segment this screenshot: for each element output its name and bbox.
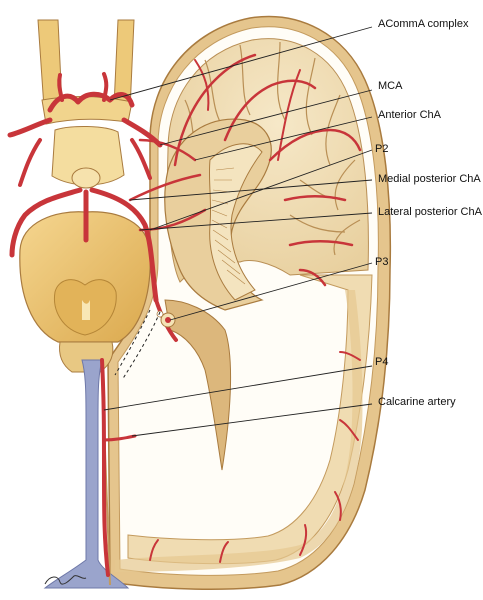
aca-right <box>102 72 109 102</box>
label-anterior-cha: Anterior ChA <box>378 109 441 121</box>
label-acomma-complex: ACommA complex <box>378 18 469 30</box>
hippocampus-striations <box>211 167 246 285</box>
leader-p3 <box>169 262 373 321</box>
label-lateral-posterior-cha: Lateral posterior ChA <box>378 206 482 218</box>
p1-p2-right <box>89 187 159 303</box>
anterior-choroidal <box>138 138 197 162</box>
occipital-branch-1 <box>299 524 308 556</box>
aca-left <box>57 73 64 102</box>
cortical-branch-5 <box>288 240 354 247</box>
calcarine-artery <box>102 434 137 442</box>
medial-posterior-choroidal <box>128 173 202 202</box>
leader-p2 <box>149 149 373 231</box>
ica-left <box>18 138 42 187</box>
leader-calcarine <box>131 403 373 437</box>
leader-lateral-posterior-cha <box>139 212 373 231</box>
acomma-complex <box>47 91 135 113</box>
occipital-branch-3 <box>339 419 359 441</box>
label-mca: MCA <box>378 80 403 92</box>
signature <box>44 575 87 585</box>
optic-tract-left <box>37 19 63 109</box>
cortical-branch-3 <box>268 128 362 162</box>
leader-medial-posterior-cha <box>129 179 373 201</box>
ventricle <box>43 359 130 589</box>
hypothalamus <box>51 125 125 186</box>
cortical-branch-4 <box>283 195 347 202</box>
label-p3: P3 <box>375 256 389 268</box>
temporal-lobe-tongue <box>164 299 232 471</box>
leader-acomma <box>109 26 373 101</box>
cortical-branch-6 <box>298 268 327 287</box>
mammillary-body <box>71 167 101 189</box>
leader-anterior-cha <box>194 116 373 161</box>
arteries <box>7 53 362 577</box>
cortical-branch-1 <box>173 53 257 167</box>
occipital-branch-6 <box>219 541 229 563</box>
mca-left <box>7 117 53 138</box>
hippocampus-striated <box>208 143 263 301</box>
leader-mca <box>159 89 373 146</box>
aqueduct-stem <box>82 300 90 320</box>
ica-right <box>130 138 152 180</box>
label-calcarine-artery: Calcarine artery <box>378 396 456 408</box>
label-p2: P2 <box>375 143 389 155</box>
occipital-branch-5 <box>149 539 159 561</box>
label-p4: P4 <box>375 356 389 368</box>
cortical-branch-7 <box>277 69 301 161</box>
p1-p2-left <box>9 187 83 258</box>
dashed-course <box>114 309 161 381</box>
leader-p4 <box>103 365 373 411</box>
p4-segment <box>100 358 110 577</box>
cortical-branch-2 <box>223 79 317 142</box>
vessel-cross-sections <box>156 310 176 328</box>
occipital-branch-4 <box>339 351 361 361</box>
label-medial-posterior-cha: Medial posterior ChA <box>378 173 481 185</box>
occipital-branch-2 <box>334 491 342 521</box>
thalamus-region <box>164 118 272 471</box>
cortical-branch-8 <box>194 59 210 111</box>
leader-lines <box>103 26 373 437</box>
